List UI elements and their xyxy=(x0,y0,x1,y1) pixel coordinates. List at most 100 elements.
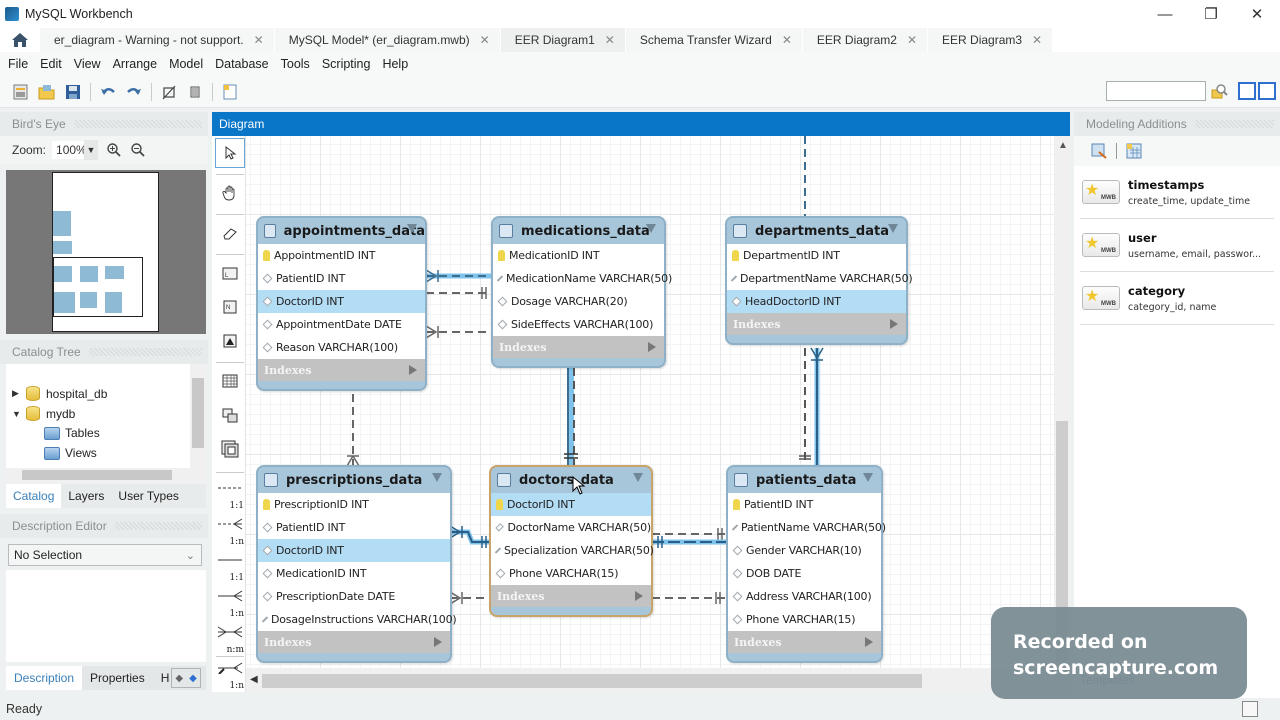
tab-user-types[interactable]: User Types xyxy=(118,489,179,503)
minimap-viewport[interactable] xyxy=(53,257,143,317)
tree-item-tables[interactable]: Tables xyxy=(44,426,100,440)
tab-mysql-model[interactable]: MySQL Model* (er_diagram.mwb)✕ xyxy=(274,28,501,52)
new-model-button[interactable] xyxy=(10,81,32,103)
column-row[interactable]: PatientID INT xyxy=(728,493,881,516)
relationship-1-1-non-identifying-button[interactable]: 1:1 xyxy=(214,478,246,512)
collapse-triangle-icon[interactable] xyxy=(888,224,898,233)
close-window-button[interactable]: ✕ xyxy=(1250,6,1264,23)
column-row[interactable]: HeadDoctorID INT xyxy=(727,290,906,313)
apply-template-icon[interactable] xyxy=(1090,142,1108,160)
edit-templates-icon[interactable] xyxy=(1125,142,1143,160)
tree-item-mydb[interactable]: ▼ mydb xyxy=(12,406,76,421)
column-row[interactable]: Phone VARCHAR(15) xyxy=(491,562,651,585)
view-tool-button[interactable] xyxy=(215,400,245,430)
menu-model[interactable]: Model xyxy=(169,57,204,71)
entity-prescriptions-data[interactable]: prescriptions_data PrescriptionID INT Pa… xyxy=(256,465,457,663)
tab-history[interactable]: H xyxy=(160,671,170,685)
close-tab-icon[interactable]: ✕ xyxy=(1032,33,1043,47)
column-row[interactable]: DoctorID INT xyxy=(258,539,450,562)
table-tool-button[interactable] xyxy=(215,366,245,396)
entity-header[interactable]: doctors_data xyxy=(491,467,651,493)
column-row[interactable]: DosageInstructions VARCHAR(100) xyxy=(258,608,457,631)
template-item-timestamps[interactable]: ★MWB timestamps create_time, update_time xyxy=(1080,166,1274,219)
description-object-select[interactable]: No Selection ⌄ xyxy=(8,544,202,566)
column-row[interactable]: DepartmentID INT xyxy=(727,244,906,267)
column-row[interactable]: DOB DATE xyxy=(728,562,881,585)
menu-edit[interactable]: Edit xyxy=(40,57,62,71)
home-tab[interactable] xyxy=(0,28,40,52)
column-row[interactable]: Address VARCHAR(100) xyxy=(728,585,881,608)
relationship-1-1-identifying-button[interactable]: 1:1 xyxy=(214,550,246,584)
tab-description[interactable]: Description xyxy=(6,666,83,690)
toolbar-search-input[interactable] xyxy=(1106,81,1206,101)
entity-header[interactable]: medications_data xyxy=(493,218,664,244)
relationship-existing-columns-button[interactable]: 1:n xyxy=(214,658,246,692)
expand-indexes-icon[interactable] xyxy=(865,637,873,647)
column-row[interactable]: MedicationID INT xyxy=(493,244,664,267)
expand-indexes-icon[interactable] xyxy=(434,637,442,647)
minimize-button[interactable]: — xyxy=(1157,5,1173,23)
column-row[interactable]: AppointmentID INT xyxy=(258,244,425,267)
column-row[interactable]: SideEffects VARCHAR(100) xyxy=(493,313,664,336)
relationship-n-m-button[interactable]: n:m xyxy=(214,622,246,656)
indexes-section[interactable]: Indexes xyxy=(491,585,651,607)
entity-appointments-data[interactable]: appointments_data AppointmentID INT Pati… xyxy=(256,216,427,391)
collapse-triangle-icon[interactable] xyxy=(633,473,643,482)
search-button[interactable] xyxy=(1210,82,1228,100)
column-row[interactable]: Reason VARCHAR(100) xyxy=(258,336,425,359)
menu-tools[interactable]: Tools xyxy=(280,57,310,71)
column-row[interactable]: Dosage VARCHAR(20) xyxy=(493,290,664,313)
menu-file[interactable]: File xyxy=(8,57,29,71)
toggle-grid-button[interactable] xyxy=(158,81,180,103)
canvas-vertical-scrollbar[interactable]: ▲ xyxy=(1054,136,1070,668)
tab-eer-diagram1[interactable]: EER Diagram1✕ xyxy=(500,28,626,52)
menu-view[interactable]: View xyxy=(73,57,101,71)
redo-button[interactable] xyxy=(123,81,145,103)
entity-header[interactable]: patients_data xyxy=(728,467,881,493)
column-row[interactable]: MedicationName VARCHAR(50) xyxy=(493,267,672,290)
entity-header[interactable]: prescriptions_data xyxy=(258,467,450,493)
output-panel-toggle-icon[interactable] xyxy=(1242,701,1258,717)
collapse-triangle-icon[interactable] xyxy=(646,224,656,233)
menu-help[interactable]: Help xyxy=(382,57,409,71)
column-row[interactable]: PatientID INT xyxy=(258,516,450,539)
template-item-category[interactable]: ★MWB category category_id, name xyxy=(1080,272,1274,325)
column-row[interactable]: PatientID INT xyxy=(258,267,425,290)
select-tool-button[interactable] xyxy=(215,138,245,168)
menu-arrange[interactable]: Arrange xyxy=(112,57,158,71)
routine-group-tool-button[interactable] xyxy=(215,434,245,464)
indexes-section[interactable]: Indexes xyxy=(493,336,664,358)
align-to-grid-button[interactable] xyxy=(184,81,206,103)
catalog-vertical-scrollbar[interactable] xyxy=(190,364,206,468)
zoom-dropdown-button[interactable]: ▼ xyxy=(84,140,99,160)
relationship-1-n-identifying-button[interactable]: 1:n xyxy=(214,586,246,620)
eraser-tool-button[interactable] xyxy=(215,218,245,248)
toggle-left-panel-button[interactable] xyxy=(1238,82,1256,100)
birds-eye-minimap[interactable] xyxy=(6,170,206,334)
diagram-canvas[interactable]: appointments_data AppointmentID INT Pati… xyxy=(246,136,1054,668)
scroll-up-icon[interactable]: ▲ xyxy=(1058,140,1068,151)
tab-er-diagram-warning[interactable]: er_diagram - Warning - not support.✕ xyxy=(40,28,275,52)
column-row[interactable]: DoctorName VARCHAR(50) xyxy=(491,516,651,539)
zoom-in-icon[interactable] xyxy=(106,142,122,158)
tab-layers[interactable]: Layers xyxy=(68,489,105,503)
column-row[interactable]: PrescriptionDate DATE xyxy=(258,585,450,608)
collapse-triangle-icon[interactable] xyxy=(407,224,417,233)
tab-eer-diagram3[interactable]: EER Diagram3✕ xyxy=(928,28,1054,52)
column-row[interactable]: AppointmentDate DATE xyxy=(258,313,425,336)
indexes-section[interactable]: Indexes xyxy=(727,313,906,335)
column-row[interactable]: DepartmentName VARCHAR(50) xyxy=(727,267,913,290)
tab-catalog[interactable]: Catalog xyxy=(6,484,62,508)
undo-button[interactable] xyxy=(97,81,119,103)
collapse-triangle-icon[interactable] xyxy=(863,473,873,482)
image-tool-button[interactable] xyxy=(215,326,245,356)
collapse-arrow-icon[interactable]: ▼ xyxy=(12,408,21,419)
column-row[interactable]: DoctorID INT xyxy=(258,290,425,313)
collapse-triangle-icon[interactable] xyxy=(432,473,442,482)
hand-tool-button[interactable] xyxy=(215,178,245,208)
save-model-button[interactable] xyxy=(62,81,84,103)
column-row[interactable]: MedicationID INT xyxy=(258,562,450,585)
tab-scroll-right-icon[interactable]: ◆ xyxy=(189,672,197,684)
indexes-section[interactable]: Indexes xyxy=(728,631,881,653)
entity-header[interactable]: appointments_data xyxy=(258,218,425,244)
